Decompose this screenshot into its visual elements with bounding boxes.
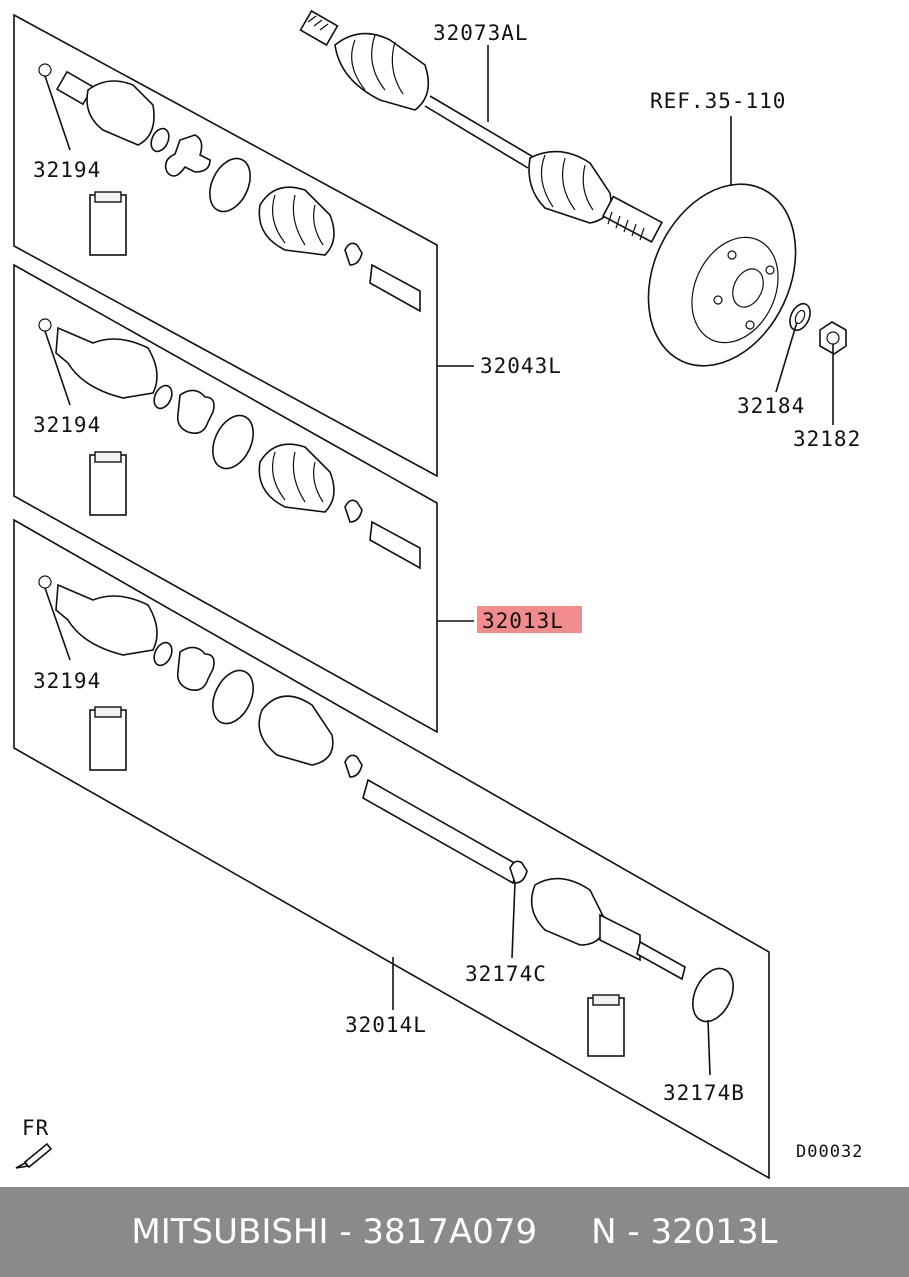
label-32184: 32184 bbox=[737, 394, 805, 418]
washer-illustration bbox=[789, 302, 811, 332]
panel-inner-joint-kit bbox=[13, 263, 438, 734]
label-32073AL: 32073AL bbox=[433, 21, 529, 45]
label-32174C: 32174C bbox=[465, 962, 547, 986]
label-32194-panel3: 32194 bbox=[33, 669, 101, 693]
footer-part-number: 3817A079 bbox=[362, 1212, 538, 1252]
label-32014L: 32014L bbox=[345, 1013, 427, 1037]
label-32194-panel1: 32194 bbox=[33, 158, 101, 182]
parts-diagram: 32073AL REF.35-110 32194 32043L 32194 32… bbox=[13, 9, 863, 1180]
footer-ref-number: 32013L bbox=[650, 1212, 778, 1252]
label-32174B: 32174B bbox=[663, 1081, 745, 1105]
shaft-assembly-illustration bbox=[38, 575, 734, 1057]
panel-outer-joint-kit bbox=[13, 13, 438, 478]
label-ref-35-110: REF.35-110 bbox=[650, 89, 786, 113]
highlight-box bbox=[477, 606, 582, 633]
label-32182: 32182 bbox=[793, 427, 861, 451]
front-direction-icon: FR bbox=[15, 1116, 53, 1169]
label-32013L: 32013L bbox=[482, 609, 564, 633]
label-32194-panel2: 32194 bbox=[33, 413, 101, 437]
fr-label: FR bbox=[22, 1116, 49, 1140]
footer-ref-prefix: N - bbox=[591, 1212, 651, 1252]
footer-bar: MITSUBISHI - 3817A079 N - 32013L bbox=[0, 1187, 909, 1277]
diagram-code: D00032 bbox=[796, 1142, 863, 1162]
outer-joint-kit-illustration bbox=[38, 63, 421, 313]
footer-separator: - bbox=[328, 1212, 363, 1252]
label-32043L: 32043L bbox=[480, 354, 562, 378]
leader-lines bbox=[44, 45, 834, 1076]
inner-joint-kit-illustration bbox=[38, 318, 421, 570]
drive-shaft-top-illustration bbox=[299, 9, 663, 243]
panel-shaft-assembly bbox=[13, 518, 770, 1180]
footer-brand: MITSUBISHI bbox=[131, 1212, 329, 1252]
footer-gap bbox=[537, 1212, 591, 1252]
brake-disc-illustration bbox=[647, 183, 797, 367]
